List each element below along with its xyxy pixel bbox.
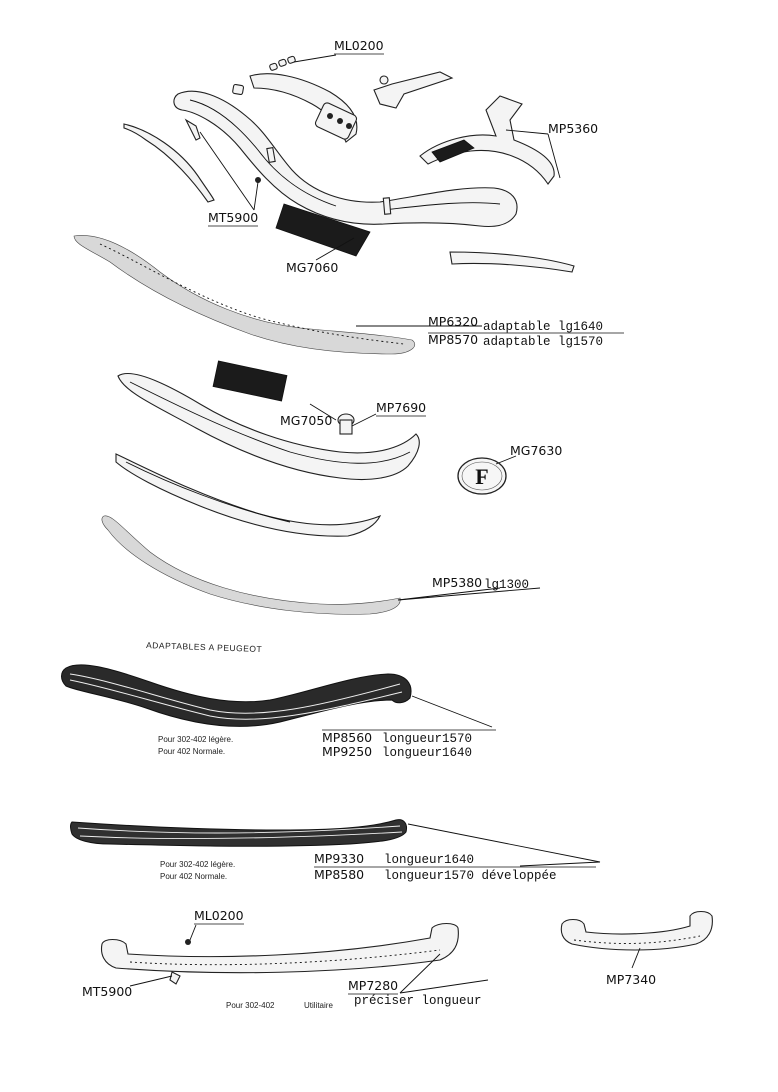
- bumper-blade-lower-part: [115, 453, 382, 537]
- label-mp7340: MP7340: [606, 972, 656, 987]
- label-mp6320-desc: adaptable lg1640: [483, 320, 603, 334]
- label-mp9330: MP9330: [314, 851, 364, 866]
- note-bumper3-line1: Pour 302-402: [226, 1001, 275, 1010]
- note-bumper3-line2: Utilitaire: [304, 1001, 333, 1010]
- badge-mg7630-part: F: [457, 457, 507, 495]
- label-mp8570-desc: adaptable lg1570: [483, 335, 603, 349]
- section-heading: ADAPTABLES A PEUGEOT: [146, 640, 262, 654]
- label-mp9250: MP9250: [322, 744, 372, 759]
- left-trim-strip-part: [123, 123, 215, 203]
- bumper-blade-upper-part: [117, 372, 420, 481]
- label-mg7060: MG7060: [286, 260, 338, 275]
- label-mp6320: MP6320: [428, 314, 478, 329]
- badge-letter: F: [475, 464, 488, 489]
- rubber-pad-mg7060-part: [275, 203, 371, 257]
- label-mp7280: MP7280: [348, 978, 398, 993]
- label-mp8580: MP8580: [314, 867, 364, 882]
- bumper-mp7280-part: [100, 922, 459, 985]
- label-ml0200-bottom: ML0200: [194, 908, 244, 923]
- label-mg7050: MG7050: [280, 413, 332, 428]
- top-assembly: [123, 55, 575, 273]
- nut-mp7690-part: [337, 413, 355, 435]
- label-mp5380: MP5380: [432, 575, 482, 590]
- rubber-strip-mp5380-part: [101, 515, 401, 615]
- bolt-part: [184, 118, 201, 141]
- label-mp9330-desc: longueur1640: [384, 853, 474, 867]
- bolt-ml0200-part: [185, 939, 191, 945]
- upper-bracket-part: [373, 71, 454, 109]
- label-ml0200-top: ML0200: [334, 38, 384, 53]
- label-mt5900-bottom: MT5900: [82, 984, 132, 999]
- note-bumper1-line2: Pour 402 Normale.: [158, 747, 225, 756]
- label-mp8560-desc: longueur1570: [382, 732, 472, 746]
- right-trim-strip-part: [449, 251, 575, 273]
- label-mp7280-desc: préciser longueur: [354, 994, 482, 1008]
- label-mp5380-desc: lg1300: [484, 578, 529, 592]
- bumper-mp9330-part: [70, 819, 407, 847]
- label-mp8570: MP8570: [428, 332, 478, 347]
- bumper-mp8560-part: [61, 664, 412, 727]
- label-mg7630: MG7630: [510, 443, 562, 458]
- label-mp9250-desc: longueur1640: [382, 746, 472, 760]
- clip-set-part: [232, 55, 296, 96]
- note-bumper1-line1: Pour 302-402 légère.: [158, 735, 233, 744]
- labels: ML0200 MP5360 MT5900 MG7060 MP6320 adapt…: [82, 38, 656, 1008]
- label-mp8560: MP8560: [322, 730, 372, 745]
- main-bumper-arm-part: [173, 90, 518, 228]
- bolt-head-part: [255, 177, 261, 183]
- right-bracket-part: [419, 95, 555, 185]
- note-bumper2-line2: Pour 402 Normale.: [160, 872, 227, 881]
- rubber-strip-mp6320-part: [73, 235, 416, 355]
- label-mp7690: MP7690: [376, 400, 426, 415]
- bumper-mp7340-part: [560, 910, 713, 951]
- label-mp5360: MP5360: [548, 121, 598, 136]
- bracket-rubber-pad-part: [431, 139, 475, 163]
- leader-lines: [129, 54, 641, 994]
- bracket-block-part: [314, 102, 358, 140]
- rubber-insert-mg7050-part: [212, 360, 288, 402]
- bolt-mt5900-part: [169, 971, 181, 985]
- note-bumper2-line1: Pour 302-402 légère.: [160, 860, 235, 869]
- label-mt5900-top: MT5900: [208, 210, 258, 225]
- label-mp8580-desc: longueur1570 développée: [384, 869, 557, 883]
